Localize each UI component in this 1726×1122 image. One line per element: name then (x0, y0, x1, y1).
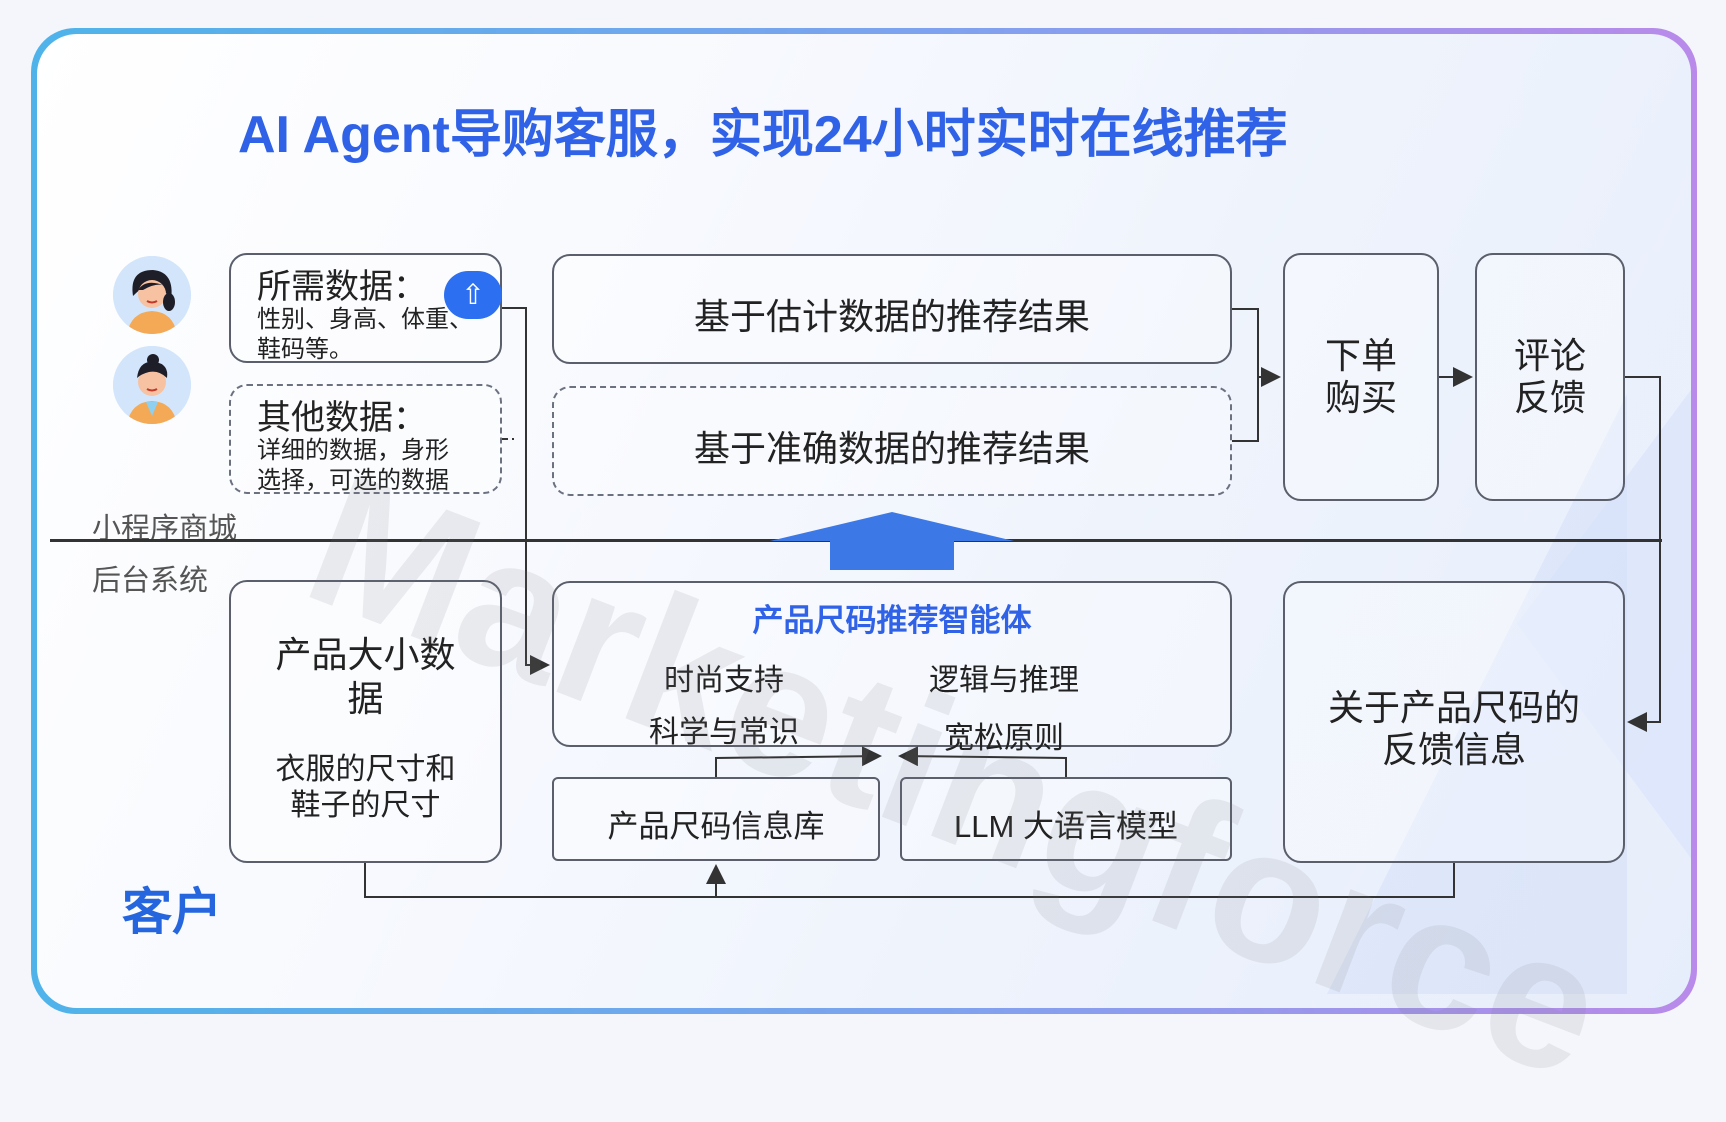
accurate-result-label: 基于准确数据的推荐结果 (693, 428, 1090, 469)
review-label: 评论 (1513, 335, 1586, 376)
review-label: 反馈 (1513, 377, 1586, 418)
agent-title: 产品尺码推荐智能体 (752, 603, 1032, 638)
llm-label: LLM 大语言模型 (954, 809, 1178, 844)
other-data-line: 选择，可选的数据 (257, 467, 449, 494)
feedback-label: 关于产品尺码的 (1327, 687, 1580, 728)
female-avatar (113, 256, 191, 334)
other-data-box: 其他数据： 详细的数据，身形 选择，可选的数据 (229, 384, 502, 494)
feedback-label: 反馈信息 (1381, 729, 1526, 770)
required-data-box: 所需数据： 性别、身高、体重、 鞋码等。 (229, 253, 502, 363)
male-avatar (113, 346, 191, 424)
agent-skill: 宽松原则 (944, 722, 1064, 755)
decor-triangle (1327, 394, 1627, 994)
product-size-desc: 衣服的尺寸和 (275, 753, 456, 786)
product-size-title: 产品大小数 (275, 634, 456, 675)
order-box: 下单 购买 (1283, 253, 1439, 501)
agent-skill: 科学与常识 (649, 716, 799, 749)
required-data-heading: 所需数据： (257, 268, 427, 306)
other-data-heading: 其他数据： (257, 399, 427, 437)
feedback-box: 关于产品尺码的 反馈信息 (1283, 581, 1625, 863)
agent-skill: 逻辑与推理 (929, 664, 1079, 697)
up-arrow-icon (770, 512, 1014, 570)
size-db-box: 产品尺码信息库 (552, 777, 880, 861)
customer-label: 客户 (122, 884, 222, 940)
product-size-title: 据 (347, 678, 384, 719)
other-data-line: 详细的数据，身形 (257, 437, 449, 464)
page-title: AI Agent导购客服，实现24小时实时在线推荐 (238, 106, 1288, 164)
lane-label-backend: 后台系统 (92, 565, 209, 597)
estimated-result-label: 基于估计数据的推荐结果 (693, 296, 1090, 337)
upload-icon[interactable]: ⇧ (444, 271, 502, 319)
review-box: 评论 反馈 (1475, 253, 1625, 501)
product-size-box: 产品大小数 据 衣服的尺寸和 鞋子的尺寸 (229, 580, 502, 863)
connector-lines (364, 307, 1661, 898)
accurate-result-box: 基于准确数据的推荐结果 (552, 386, 1232, 496)
agent-skill: 时尚支持 (664, 664, 784, 697)
order-label: 下单 (1324, 335, 1397, 376)
order-label: 购买 (1324, 377, 1397, 418)
required-data-line: 性别、身高、体重、 (257, 306, 473, 333)
agent-box: 产品尺码推荐智能体 时尚支持 逻辑与推理 科学与常识 宽松原则 (552, 581, 1232, 755)
product-size-desc: 鞋子的尺寸 (290, 789, 441, 822)
decor-triangle (1517, 274, 1691, 974)
estimated-result-box: 基于估计数据的推荐结果 (552, 254, 1232, 364)
required-data-line: 鞋码等。 (257, 336, 353, 363)
llm-box: LLM 大语言模型 (900, 777, 1232, 861)
size-db-label: 产品尺码信息库 (607, 809, 825, 844)
